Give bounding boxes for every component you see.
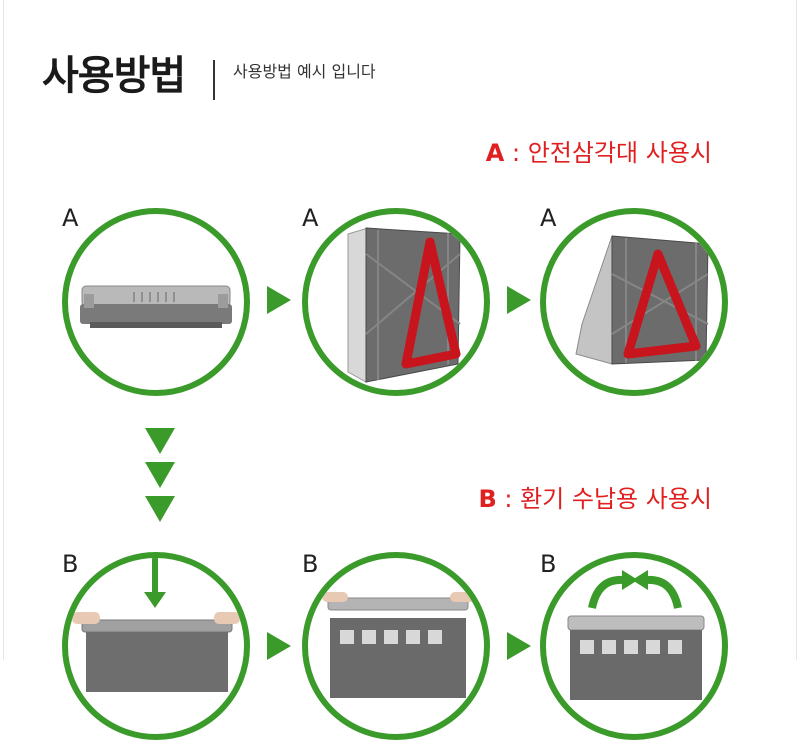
arrow-right-icon (507, 286, 531, 314)
step-a2-letter: A (302, 204, 319, 232)
arrow-down-icon (145, 462, 175, 488)
arrow-right-icon (267, 632, 291, 660)
step-a3-circle (540, 208, 728, 396)
step-a1-circle (62, 208, 250, 396)
step-b3-circle (540, 552, 728, 740)
section-b-heading: B : 환기 수납용 사용시 (478, 484, 712, 514)
crate-press-lid-image (72, 558, 240, 692)
crate-open-lid-image (567, 570, 705, 700)
half-open-triangle-image (347, 227, 461, 383)
arrow-right-icon (267, 286, 291, 314)
step-b1-letter: B (62, 550, 79, 578)
arrow-down-icon (145, 496, 175, 522)
step-a2-circle (302, 208, 490, 396)
folded-crate-image (80, 285, 232, 328)
page-title: 사용방법 (42, 53, 186, 99)
usage-guide-page: 사용방법 사용방법 예시 입니다 A : 안전삼각대 사용시 A A (3, 0, 797, 740)
step-b1-circle (62, 552, 250, 740)
section-b-key: B (478, 485, 497, 513)
arrow-right-icon (507, 632, 531, 660)
step-b2-letter: B (302, 550, 319, 578)
arrow-down-icon (145, 428, 175, 454)
step-a1-letter: A (62, 204, 79, 232)
step-a3-letter: A (540, 204, 557, 232)
section-a-label: : 안전삼각대 사용시 (512, 139, 712, 167)
warning-triangle-image (575, 235, 709, 365)
section-a-heading: A : 안전삼각대 사용시 (486, 138, 712, 168)
page-subtitle: 사용방법 예시 입니다 (233, 62, 376, 81)
title-divider (213, 60, 215, 100)
step-b2-circle (302, 552, 490, 740)
section-a-key: A (485, 139, 505, 167)
curved-arrow-icon (622, 570, 638, 590)
crate-fit-lid-image (322, 592, 476, 698)
step-b3-letter: B (540, 550, 557, 578)
curved-arrow-icon (632, 570, 648, 590)
section-b-label: : 환기 수납용 사용시 (504, 485, 712, 513)
